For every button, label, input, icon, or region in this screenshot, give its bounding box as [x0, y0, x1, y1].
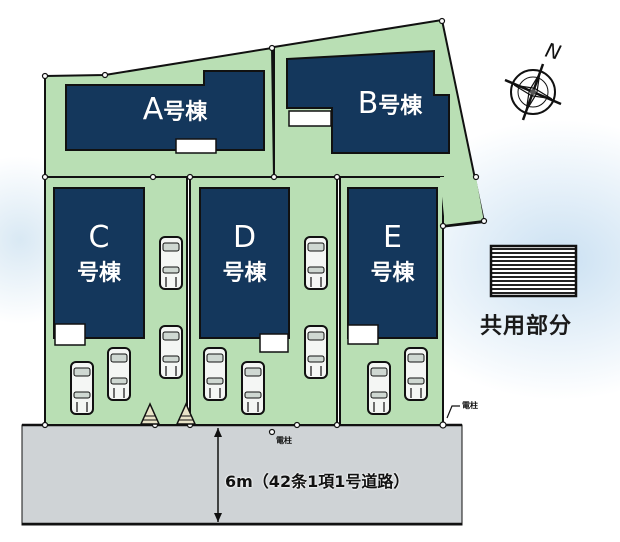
north-indicator: N — [543, 38, 564, 65]
road-label: 6m（42条1項1号道路） — [225, 472, 410, 491]
common-area-legend-swatch — [489, 244, 578, 298]
building-e — [347, 187, 438, 339]
utility-pole-corner-label: 電柱 — [462, 401, 478, 410]
building-d-label: D 号棟 — [222, 220, 267, 286]
utility-pole-leader-line — [446, 405, 460, 419]
building-b-label: B号棟 — [357, 86, 423, 121]
building-e-label: E 号棟 — [370, 220, 415, 286]
boundary-markers — [41, 17, 488, 429]
building-c-label: C 号棟 — [76, 220, 121, 286]
building-b — [286, 49, 450, 154]
building-c — [53, 187, 145, 339]
utility-pole-road-icon — [268, 428, 276, 436]
compass-rose-icon — [504, 63, 562, 121]
building-a-label: A号棟 — [142, 92, 208, 127]
common-area-label: 共用部分 — [480, 314, 573, 339]
utility-pole-road-label: 電柱 — [276, 436, 292, 445]
building-a — [65, 70, 265, 151]
building-d — [199, 187, 290, 339]
road — [21, 424, 463, 526]
